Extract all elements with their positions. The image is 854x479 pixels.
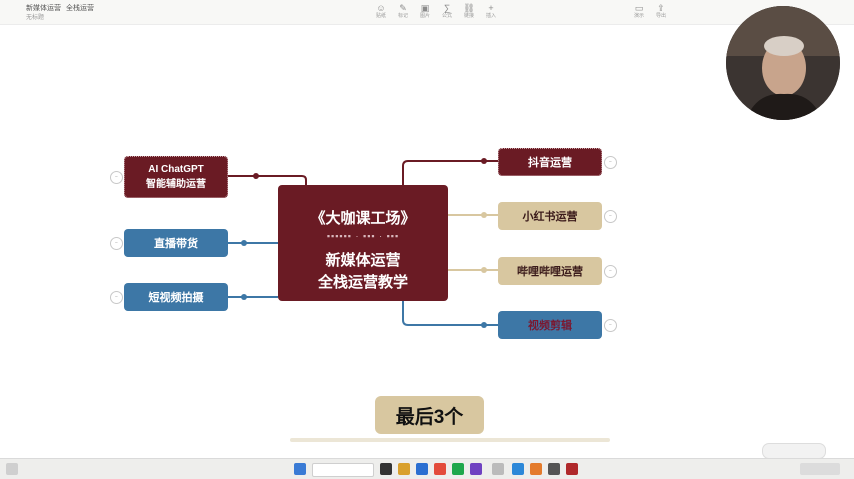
app-icon[interactable]: [566, 463, 578, 475]
connector-dot: [481, 212, 487, 218]
toolbar-label: 图片: [419, 13, 430, 19]
presenter-video-icon: [726, 6, 840, 120]
connector-dot: [481, 158, 487, 164]
export-button[interactable]: ⇪导出: [650, 3, 672, 21]
toolbar-label: 贴纸: [375, 13, 386, 19]
app-icon[interactable]: [470, 463, 482, 475]
system-tray[interactable]: [800, 463, 840, 475]
topic-live-selling[interactable]: 直播带货: [124, 229, 228, 257]
connector-dot: [241, 294, 247, 300]
link-button[interactable]: ⛓链接: [458, 3, 480, 21]
webcam-overlay: [726, 6, 840, 120]
topic-ai-line2: 智能辅助运营: [146, 179, 206, 190]
sticker-button[interactable]: ☺贴纸: [370, 3, 392, 21]
toolbar-label: 插入: [485, 13, 496, 19]
document-title[interactable]: 新媒体运营: [26, 5, 61, 12]
central-topic-line3: 新媒体运营: [325, 252, 401, 269]
image-icon: ▣: [420, 3, 430, 13]
formula-button[interactable]: ∑公式: [436, 3, 458, 21]
present-icon: ▭: [634, 3, 644, 13]
topic-douyin[interactable]: 抖音运营: [498, 148, 602, 176]
app-icon[interactable]: [380, 463, 392, 475]
toolbar-label: 标记: [397, 13, 408, 19]
timeline-scrollbar[interactable]: [290, 438, 610, 442]
toolbar-label: 公式: [441, 13, 452, 19]
toolbar-label: 演示: [633, 13, 644, 19]
central-topic-line4: 全栈运营教学: [317, 274, 408, 291]
toolbar-label: 导出: [655, 13, 666, 19]
topic-video-editing[interactable]: 视频剪辑: [498, 311, 602, 339]
app-icon[interactable]: [492, 463, 504, 475]
marker-button[interactable]: ✎标记: [392, 3, 414, 21]
topic-ai-line1: AI ChatGPT: [148, 164, 204, 175]
connector-dot: [241, 240, 247, 246]
app-icon[interactable]: [434, 463, 446, 475]
weather-icon[interactable]: [6, 463, 18, 475]
toolbar-label: 链接: [463, 13, 474, 19]
topic-ai-chatgpt[interactable]: AI ChatGPT 智能辅助运营: [124, 156, 228, 198]
insert-icon: +: [488, 3, 494, 13]
topic-xiaohongshu[interactable]: 小红书运营: [498, 202, 602, 230]
image-button[interactable]: ▣图片: [414, 3, 436, 21]
central-topic-title: 《大咖课工场》: [310, 210, 416, 227]
present-button[interactable]: ▭演示: [628, 3, 650, 21]
app-icon[interactable]: [530, 463, 542, 475]
topic-short-video[interactable]: 短视频拍摄: [124, 283, 228, 311]
insert-button[interactable]: +插入: [480, 3, 502, 21]
collapse-toggle[interactable]: −: [110, 291, 123, 304]
folder-icon[interactable]: [398, 463, 410, 475]
collapse-toggle[interactable]: −: [604, 210, 617, 223]
document-subtitle: 无标题: [26, 15, 45, 21]
export-icon: ⇪: [657, 3, 665, 13]
collapse-toggle[interactable]: −: [604, 265, 617, 278]
sticker-icon: ☺: [376, 3, 386, 13]
taskbar-search[interactable]: [312, 463, 374, 477]
taskbar: [0, 458, 854, 479]
marker-icon: ✎: [399, 3, 407, 13]
connector-dot: [481, 267, 487, 273]
start-icon[interactable]: [294, 463, 306, 475]
connector-dot: [481, 322, 487, 328]
formula-icon: ∑: [443, 3, 451, 13]
connector-edit: [402, 301, 498, 326]
connector-ai: [228, 175, 307, 185]
collapse-toggle[interactable]: −: [604, 156, 617, 169]
collapse-toggle[interactable]: −: [110, 237, 123, 250]
app-icon[interactable]: [452, 463, 464, 475]
app-icon[interactable]: [512, 463, 524, 475]
zoom-control[interactable]: [762, 443, 826, 459]
connector-dot: [253, 173, 259, 179]
connector-douyin: [402, 160, 498, 185]
topic-bilibili[interactable]: 哔哩哔哩运营: [498, 257, 602, 285]
collapse-toggle[interactable]: −: [604, 319, 617, 332]
link-icon: ⛓: [463, 3, 475, 13]
document-tab[interactable]: 全栈运营: [66, 5, 94, 12]
caption-label: 最后3个: [375, 396, 484, 434]
title-bar: 新媒体运营 全栈运营 无标题 ☺贴纸 ✎标记 ▣图片 ∑公式 ⛓链接 +插入 ▭…: [0, 0, 854, 25]
central-topic[interactable]: 《大咖课工场》 ▪▪▪▪▪▪ · ▪▪▪ · ▪▪▪ 新媒体运营 全栈运营教学: [278, 185, 448, 301]
collapse-toggle[interactable]: −: [110, 171, 123, 184]
central-topic-subtitle-redacted: ▪▪▪▪▪▪ · ▪▪▪ · ▪▪▪: [326, 231, 400, 241]
browser-icon[interactable]: [416, 463, 428, 475]
app-icon[interactable]: [548, 463, 560, 475]
